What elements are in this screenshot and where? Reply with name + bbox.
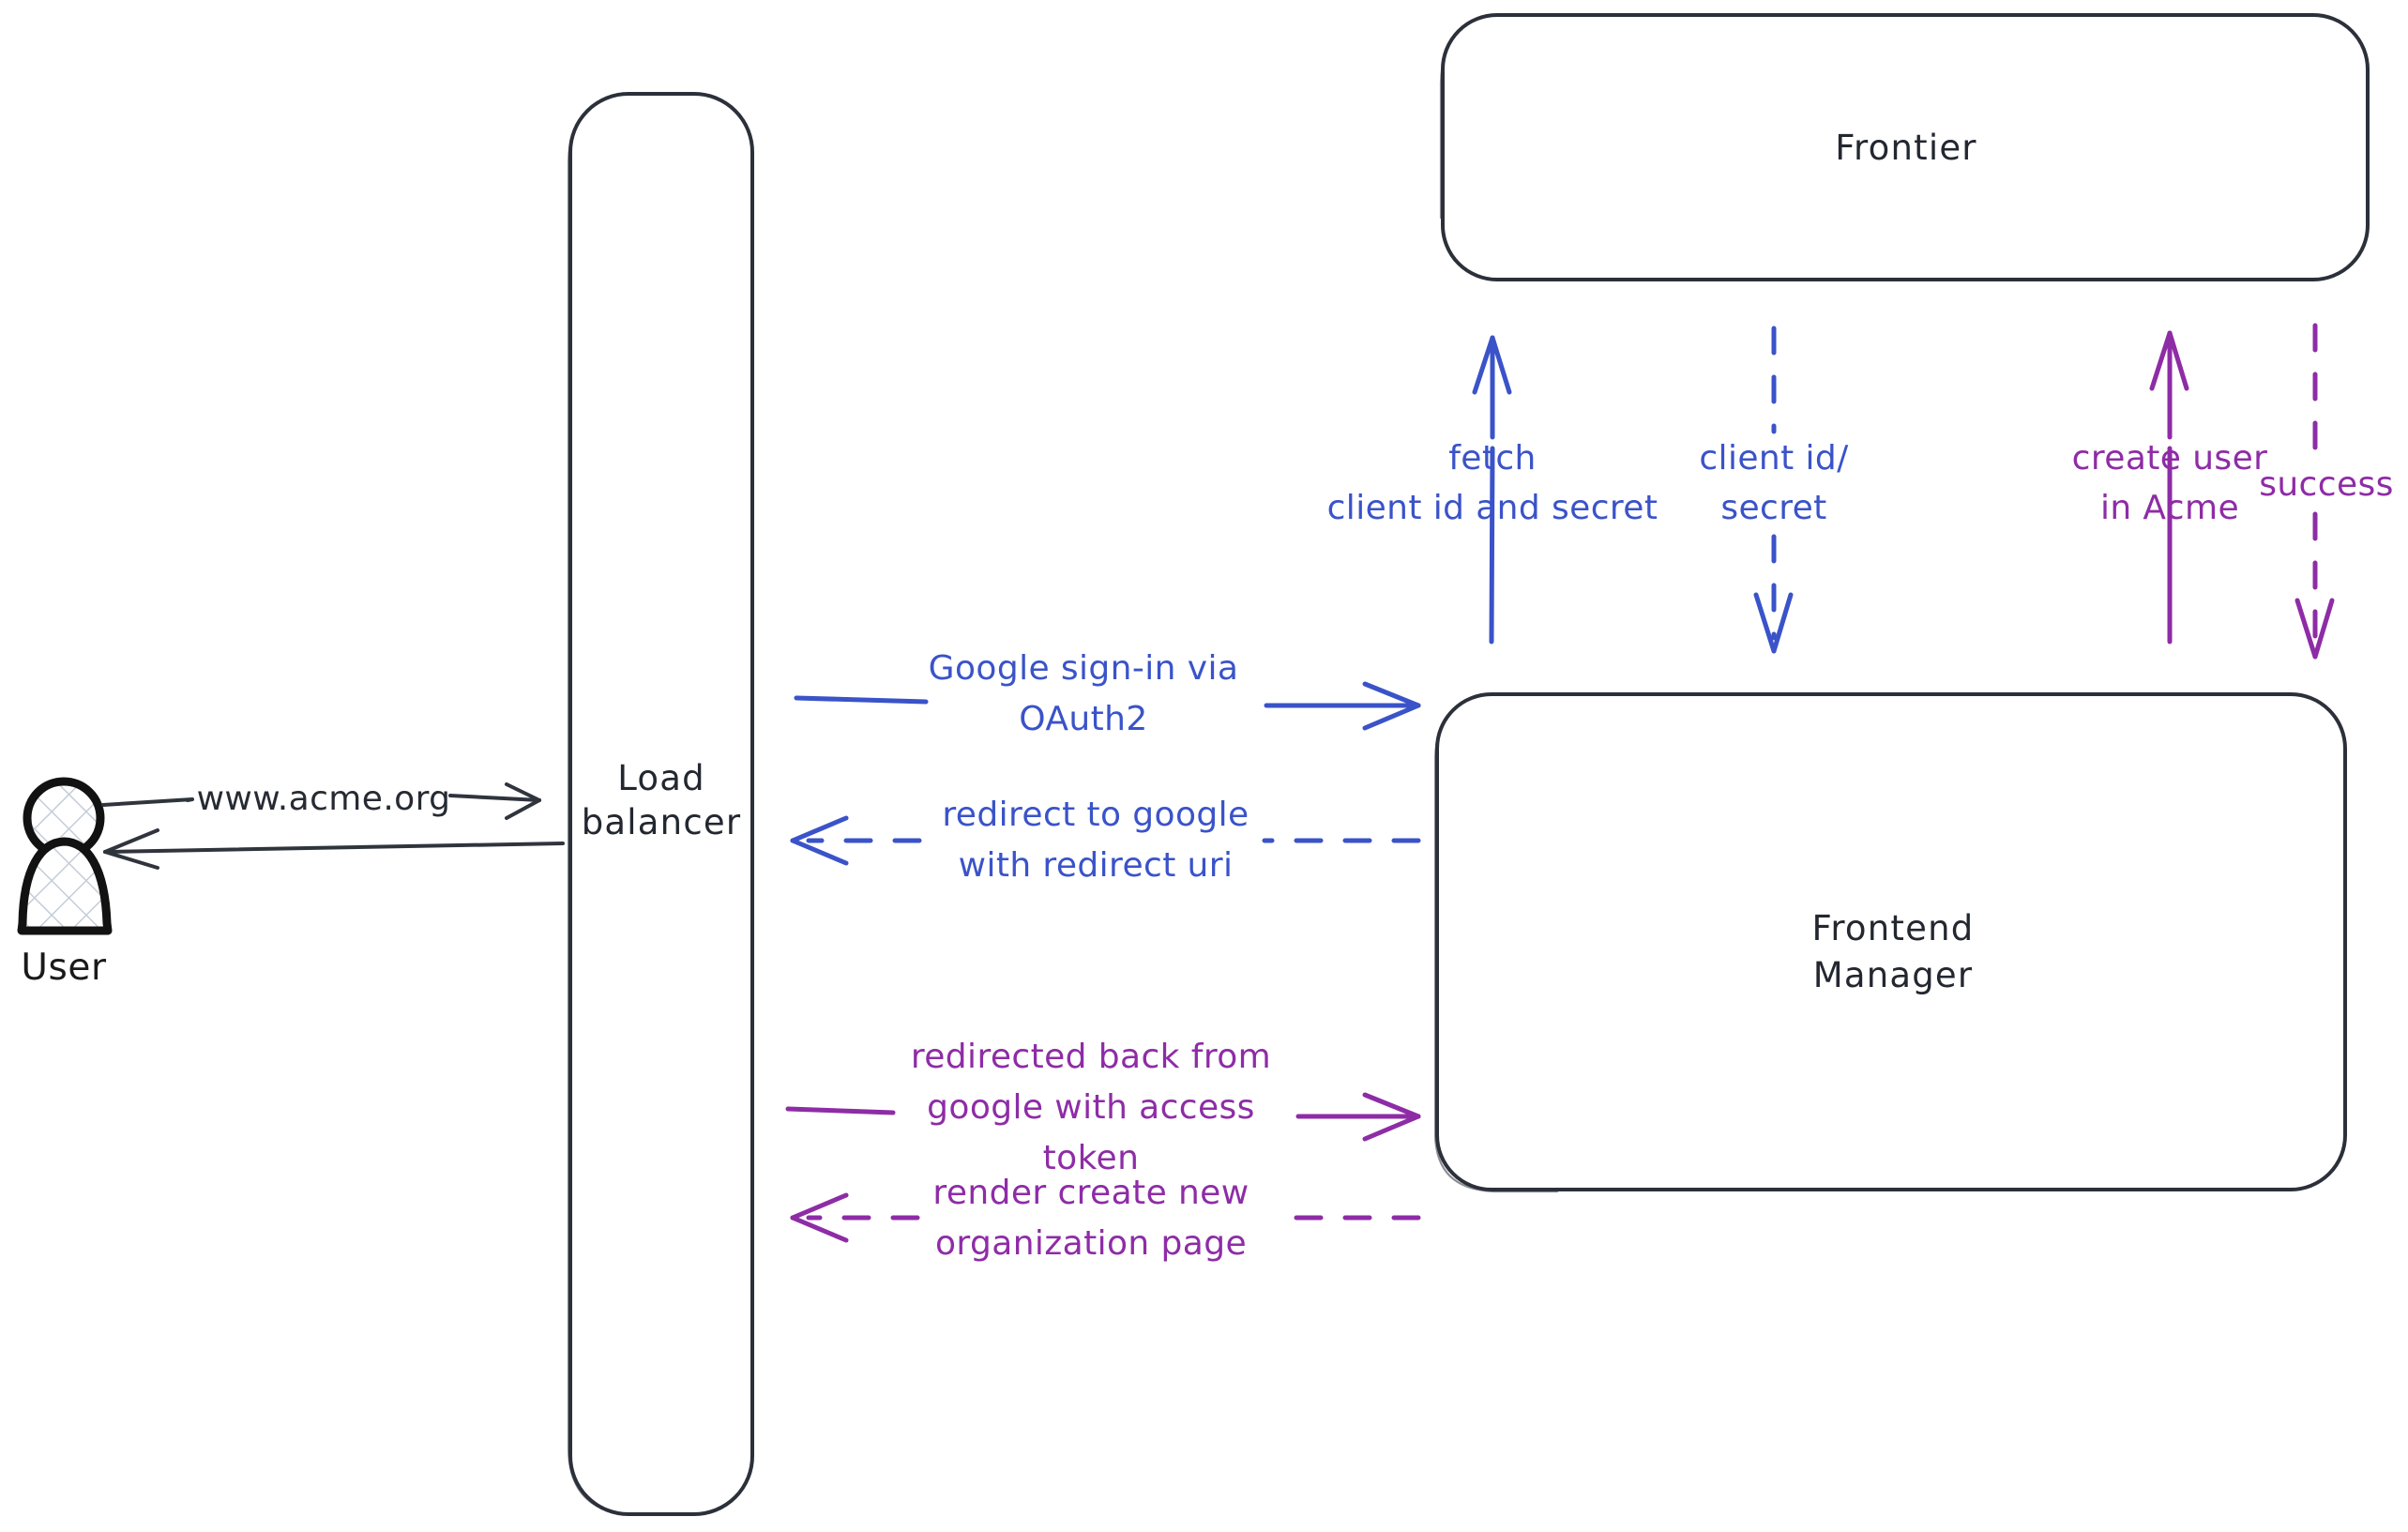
edge-fm-to-lb-render: render create new organization page <box>790 1174 1421 1263</box>
user-actor-icon <box>17 777 113 935</box>
node-label-frontier: Frontier <box>1835 128 1976 168</box>
node-label-frontend-manager-line1: Frontend <box>1812 908 1975 948</box>
edge-lb-to-fm-signin: Google sign-in via OAuth2 <box>794 649 1421 738</box>
edge-fm-to-frontier-fetch: fetch client id and secret <box>1327 335 1658 645</box>
node-label-frontend-manager-line2: Manager <box>1813 955 1974 995</box>
edge-label-creds-line1: client id/ <box>1699 439 1849 478</box>
edge-fm-to-frontier-create: create user in Acme <box>2072 330 2268 645</box>
edge-lb-to-fm-token: redirected back from google with access … <box>785 1038 1421 1177</box>
edge-label-creds-line2: secret <box>1720 489 1826 527</box>
edge-label-redirect-line2: with redirect uri <box>959 846 1234 885</box>
edge-label-token-line1: redirected back from <box>911 1038 1271 1076</box>
edge-label-create-user-line1: create user <box>2072 439 2268 478</box>
user-actor: User <box>17 777 113 989</box>
node-frontend-manager[interactable]: Frontend Manager <box>1433 692 2347 1193</box>
edge-label-render-line2: organization page <box>935 1224 1247 1263</box>
edge-label-fetch-line1: fetch <box>1448 439 1537 478</box>
edge-frontier-to-fm-creds: client id/ secret <box>1699 326 1849 654</box>
edge-label-fetch-line2: client id and secret <box>1327 489 1658 527</box>
node-label-load-balancer-line2: balancer <box>582 802 741 842</box>
node-label-load-balancer-line1: Load <box>617 758 705 798</box>
edge-fm-to-lb-redirect: redirect to google with redirect uri <box>790 796 1421 885</box>
edge-label-redirect-line1: redirect to google <box>942 796 1249 834</box>
edge-label-success: success <box>2259 465 2394 504</box>
edge-lb-to-user <box>103 828 565 870</box>
edge-frontier-to-fm-success: success <box>2259 323 2394 660</box>
edge-label-create-user-line2: in Acme <box>2100 489 2239 527</box>
edge-label-render-line1: render create new <box>932 1174 1249 1212</box>
edge-label-signin-line1: Google sign-in via <box>929 649 1239 688</box>
edge-label-signin-line2: OAuth2 <box>1019 700 1147 738</box>
edge-label-user-to-lb: www.acme.org <box>197 780 451 818</box>
edge-user-to-lb: www.acme.org <box>101 780 541 820</box>
edge-label-token-line2: google with access <box>927 1088 1255 1127</box>
node-frontier[interactable]: Frontier <box>1439 13 2370 281</box>
node-load-balancer[interactable]: Load balancer <box>567 92 754 1516</box>
edge-label-token-line3: token <box>1043 1139 1140 1177</box>
user-actor-label: User <box>21 947 107 989</box>
